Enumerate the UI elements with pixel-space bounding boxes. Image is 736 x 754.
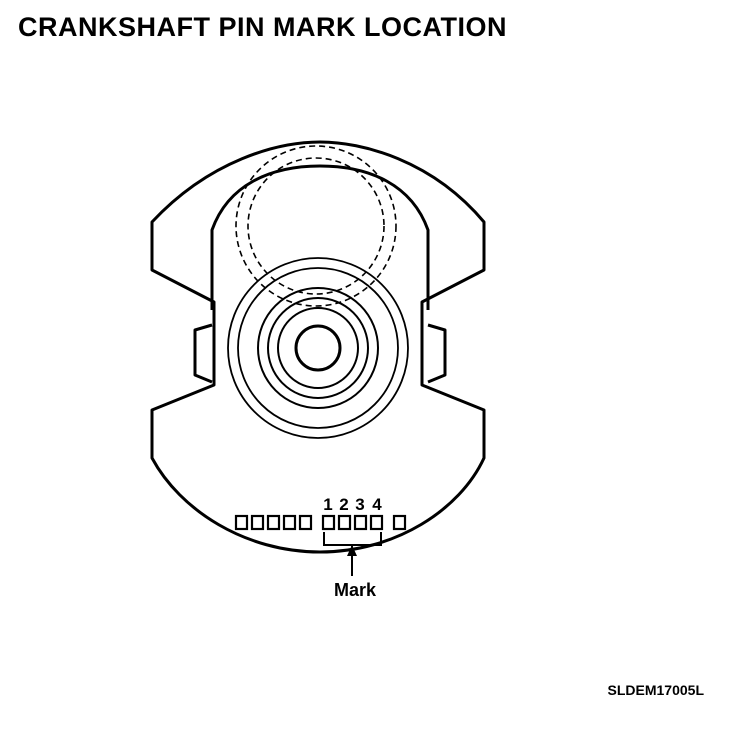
hidden-pin-inner — [247, 157, 385, 295]
mark-box — [298, 514, 313, 531]
left-journal-stub — [193, 323, 213, 384]
mark-box-pin-2 — [337, 514, 352, 531]
journal-ring-2 — [237, 267, 399, 429]
counterweight-outline — [150, 140, 486, 554]
pin-number-1: 1 — [323, 495, 332, 514]
mark-box-pin-1 — [321, 514, 336, 531]
mark-box-pin-4 — [369, 514, 384, 531]
mark-arrowhead — [347, 545, 357, 556]
mark-box — [250, 514, 265, 531]
pin-number-2: 2 — [339, 495, 348, 514]
mark-label: Mark — [334, 580, 377, 600]
journal-ring-3 — [257, 287, 379, 409]
mark-box-pin-3 — [353, 514, 368, 531]
mark-bracket — [323, 532, 382, 546]
right-journal-stub — [427, 323, 447, 384]
journal-ring-5 — [277, 307, 359, 389]
web-arm-outline — [210, 164, 430, 310]
mark-box — [282, 514, 297, 531]
pin-number-3: 3 — [355, 495, 364, 514]
mark-box — [234, 514, 249, 531]
mark-box — [392, 514, 407, 531]
page-title: CRANKSHAFT PIN MARK LOCATION — [18, 12, 507, 42]
journal-ring-4 — [267, 297, 369, 399]
hidden-pin-outer — [235, 145, 397, 307]
journal-ring-1 — [227, 257, 409, 439]
figure-code: SLDEM17005L — [607, 682, 704, 698]
mark-box — [266, 514, 281, 531]
journal-bore — [294, 324, 342, 372]
pin-number-4: 4 — [372, 495, 382, 514]
